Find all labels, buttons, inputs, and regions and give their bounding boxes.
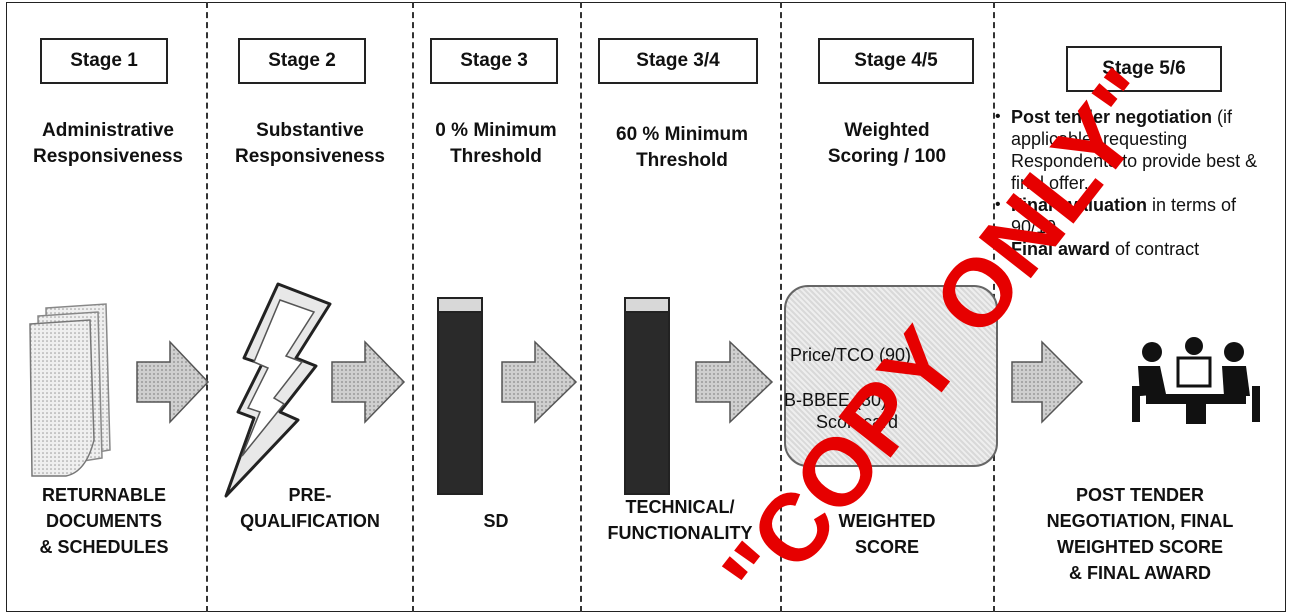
stage-3-heading: 0 % Minimum Threshold xyxy=(435,120,557,167)
stage-3-output: SD xyxy=(483,511,509,531)
right-arrow-icon xyxy=(501,340,578,424)
stage-4-5-output: WEIGHTED SCORE xyxy=(838,511,936,557)
right-arrow-icon xyxy=(695,340,774,424)
weighted-box-scorecard: Scorecard xyxy=(816,412,899,432)
meeting-table-icon xyxy=(1132,337,1260,424)
column-divider xyxy=(206,2,208,612)
column-divider xyxy=(780,2,782,612)
column-divider xyxy=(412,2,414,612)
right-arrow-icon xyxy=(136,340,210,424)
right-arrow-icon xyxy=(331,340,406,424)
stage-2-heading: Substantive Responsiveness xyxy=(235,120,385,167)
lightning-bolt-icon xyxy=(224,282,332,498)
stage-2-label: Stage 2 xyxy=(238,38,366,84)
stage-4-5-label: Stage 4/5 xyxy=(818,38,974,84)
weighted-box-price: Price/TCO (90) xyxy=(790,345,912,365)
weighted-box-bbbee: B-BBEE (80) xyxy=(784,390,888,410)
bullet-item: Final award of contract xyxy=(995,238,1287,260)
threshold-bar-icon xyxy=(624,297,670,495)
stage-2-output: PRE- QUALIFICATION xyxy=(240,485,380,531)
bullet-item: Final evaluation in terms of 90/10. xyxy=(995,194,1287,238)
column-divider xyxy=(580,2,582,612)
weighted-scoring-box xyxy=(784,285,998,467)
diagram-frame xyxy=(6,2,1286,612)
stage-1-heading: Administrative Responsiveness xyxy=(33,120,183,167)
stage-5-6-output: POST TENDER NEGOTIATION, FINAL WEIGHTED … xyxy=(1046,485,1234,583)
stage-3-4-label: Stage 3/4 xyxy=(598,38,758,84)
stage-3-4-heading: 60 % Minimum Threshold xyxy=(616,124,748,171)
right-arrow-icon xyxy=(1011,340,1084,424)
stage-5-6-bullet-list: Post tender negotiation (if applicable) … xyxy=(995,106,1287,260)
threshold-bar-icon xyxy=(437,297,483,495)
stage-5-6-label: Stage 5/6 xyxy=(1066,46,1222,92)
bullet-item: Post tender negotiation (if applicable) … xyxy=(995,106,1287,194)
stage-3-4-output: TECHNICAL/ FUNCTIONALITY xyxy=(607,497,753,543)
stage-1-label: Stage 1 xyxy=(40,38,168,84)
documents-stack-icon xyxy=(29,303,111,477)
stage-1-output: RETURNABLE DOCUMENTS & SCHEDULES xyxy=(39,485,169,557)
stage-4-5-heading: Weighted Scoring / 100 xyxy=(827,120,947,167)
stage-3-label: Stage 3 xyxy=(430,38,558,84)
